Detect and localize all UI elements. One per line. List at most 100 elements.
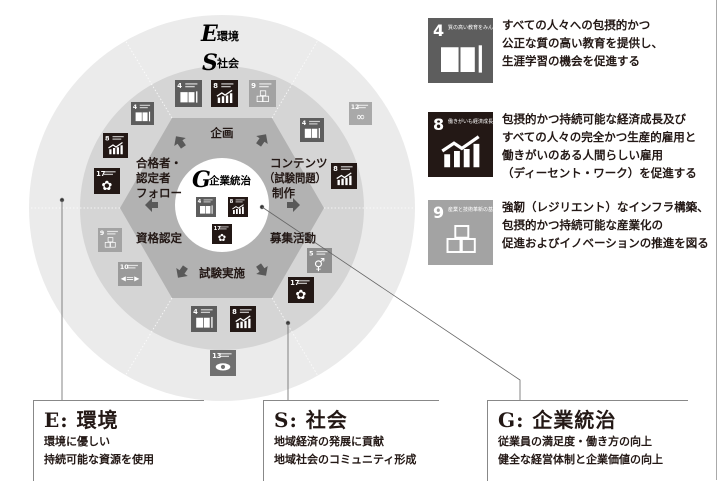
sdg-tile-number: 4 <box>133 104 137 111</box>
sdg-tile-number: 8 <box>333 165 338 173</box>
sdg-tile-number: 12 <box>351 104 359 111</box>
sdg-tile-caption-mark <box>107 233 116 235</box>
legend-text: すべての人々への包摂的かつ公正な質の高い教育を提供し、生涯学習の機会を促進する <box>502 16 663 70</box>
sdg-legend-item-8: 8 働きがいも経済成長も 包摂的かつ持続可能な経済成長及びすべての人々の完全かつ… <box>428 112 708 182</box>
sdg-tile-caption-mark <box>103 171 116 173</box>
sdg-tile-number: 9 <box>433 203 444 222</box>
sdg-legend-item-4: 4 質の高い教育をみんなに すべての人々への包摂的かつ公正な質の高い教育を提供し… <box>428 18 708 88</box>
page-border <box>716 0 717 480</box>
label-e-letter: E <box>200 21 219 47</box>
box-line: 地域社会のコミュニティ形成 <box>274 453 417 466</box>
step-content-1: コンテンツ <box>270 156 328 170</box>
sdg-tile-number: 9 <box>100 230 104 237</box>
svg-text:✿: ✿ <box>218 233 226 244</box>
sdg-tile-caption-mark <box>316 253 326 255</box>
sdg-tile-caption-mark <box>203 199 213 201</box>
center-g-letter: G <box>192 167 211 193</box>
sdg-tile-caption-mark <box>203 201 211 203</box>
sdg-tile-bg <box>349 102 372 125</box>
label-s-letter: S <box>202 50 218 76</box>
box-heading: G: 企業統治 <box>498 408 617 432</box>
box-line: 健全な経営体制と企業価値の向上 <box>498 453 663 466</box>
sdg-tile-17: 17 ✿ <box>94 168 120 194</box>
svg-text:✿: ✿ <box>296 288 307 303</box>
growth-chart-icon <box>232 204 244 214</box>
esg-box-environment: E: 環境 環境に優しい 持続可能な資源を使用 <box>33 400 204 481</box>
esg-box-governance: G: 企業統治 従業員の満足度・働き方の向上 健全な経営体制と企業価値の向上 <box>487 400 688 481</box>
sdg-tile-caption-mark <box>112 138 122 140</box>
sdg-tile-caption-mark <box>127 267 136 269</box>
legend-text-line: 促進およびイノベーションの推進を図る <box>502 236 709 250</box>
sdg-tile-caption-mark <box>127 264 138 267</box>
cycle-arrow-icon <box>145 198 158 212</box>
sdg-tile-caption-mark <box>219 353 232 355</box>
sdg-tile-4: 4 <box>300 118 324 142</box>
box-heading: S: 社会 <box>274 408 348 432</box>
legend-text-line: 強靭（レジリエント）なインフラ構築、 <box>502 200 709 214</box>
sdg-tile-4: 4 <box>175 80 202 107</box>
sdg-tile-caption-mark <box>200 309 213 311</box>
legend-text: 強靭（レジリエント）なインフラ構築、包摂的かつ持続可能な産業化の促進およびイノベ… <box>502 198 709 252</box>
sdg-tile-caption-mark <box>221 83 234 85</box>
connector-lines <box>59 197 521 400</box>
sdg-tile-number: 17 <box>290 279 300 287</box>
flower-icon: ✿ <box>296 288 307 303</box>
growth-chart-icon <box>441 135 480 168</box>
sdg-legend-item-9: 9 産業と技術革新の基盤をつくろう 強靭（レジリエント）なインフラ構築、包摂的か… <box>428 198 709 270</box>
sdg-tile-9: 9 <box>249 80 276 107</box>
sdg-tile-4: 4 <box>191 306 217 332</box>
step-content-2: （試験問題） <box>264 171 326 185</box>
step-followup-3: フォロー <box>136 186 182 200</box>
sdg-tile-12: 12 ∞ <box>349 102 372 125</box>
growth-chart-icon <box>336 172 352 186</box>
sdg-tile-caption-mark <box>340 166 353 168</box>
legend-text-line: 公正な質の高い教育を提供し、 <box>502 36 663 50</box>
sdg-tile-8: 8 <box>103 133 128 158</box>
sdg-tile-number: 17 <box>96 170 106 178</box>
step-followup-2: 認定者 <box>136 171 171 185</box>
cycle-arrow-icon <box>256 134 268 147</box>
flower-icon: ✿ <box>102 179 113 194</box>
step-recruiting: 募集活動 <box>269 231 316 245</box>
svg-text:∞: ∞ <box>356 109 366 123</box>
label-e-text: 環境 <box>217 29 239 43</box>
step-followup-1: 合格者・ <box>136 156 182 170</box>
sdg-tile-number: 9 <box>251 81 256 90</box>
sdg-tile-13: 13 <box>210 350 236 376</box>
sdg-tile-caption-mark <box>139 107 148 109</box>
flower-icon: ✿ <box>218 233 226 244</box>
svg-text:⚥: ⚥ <box>314 257 325 272</box>
sdg-tile-5: 5 ⚥ <box>307 248 332 273</box>
radial-dotted-lines <box>30 39 414 377</box>
book-icon <box>304 128 320 139</box>
step-exam: 試験実施 <box>199 266 245 280</box>
svg-text:✿: ✿ <box>102 179 113 194</box>
step-certification: 資格認定 <box>136 231 182 245</box>
sdg-tile-title: 働きがいも経済成長も <box>448 118 493 125</box>
sdg-tile-number: 8 <box>230 199 234 205</box>
sdg-tile-10: 10 ◂=▸ <box>118 262 142 286</box>
sdg-tile-number: 4 <box>177 81 182 90</box>
sdg-tile-8: 8 <box>228 197 248 217</box>
box-line: 地域経済の発展に貢献 <box>274 435 384 448</box>
sdg-tile-caption-mark <box>259 85 269 88</box>
sdg-tile-caption-mark <box>112 136 124 138</box>
legend-text-line: 生涯学習の機会を促進する <box>502 54 640 68</box>
infinity-icon: ∞ <box>356 109 366 123</box>
sdg-legend-tile: 9 産業と技術革新の基盤をつくろう <box>428 200 493 265</box>
sdg-tile-caption-mark <box>185 83 198 85</box>
sdg-tile-17: 17 ✿ <box>212 224 232 244</box>
sdg-tile-number: 4 <box>193 308 198 316</box>
sdg-tile-number: 5 <box>309 250 314 258</box>
eye-globe-icon <box>215 363 231 371</box>
legend-text-line: すべての人々への包摂的かつ <box>502 18 651 32</box>
box-line: 持続可能な資源を使用 <box>44 453 154 466</box>
legend-text-line: （ディーセント・ワーク）を促進する <box>502 166 697 180</box>
sdg-tile-number: 8 <box>105 135 110 143</box>
sdg-tile-8: 8 <box>331 163 357 189</box>
sdg-tile-caption-mark <box>309 123 318 125</box>
sdg-tile-caption-mark <box>340 168 350 171</box>
sdg-tile-caption-mark <box>297 280 310 282</box>
sdg-tile-8: 8 <box>230 306 256 332</box>
